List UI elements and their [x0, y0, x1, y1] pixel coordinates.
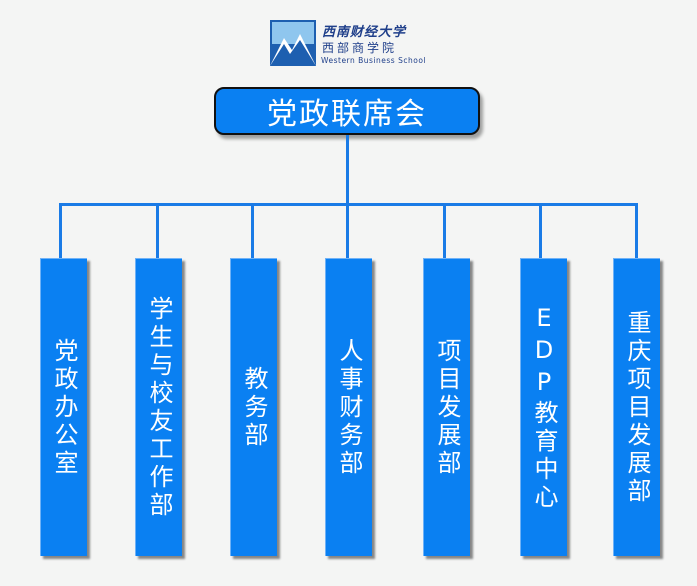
logo-school-english: Western Business School: [321, 56, 426, 65]
school-logo: 西南财经大学 西部商学院 Western Business School: [270, 20, 430, 68]
dept-label: EDP教育中心: [530, 303, 558, 512]
connector-drop: [346, 203, 349, 259]
top-node-box: 党政联席会: [214, 87, 480, 135]
top-node-label: 党政联席会: [267, 97, 427, 132]
dept-box-edp-center: EDP教育中心: [520, 258, 567, 556]
connector-drop: [156, 203, 159, 259]
connector-drop: [635, 203, 638, 259]
dept-label: 党政办公室: [50, 337, 78, 478]
dept-box-project-dev: 项目发展部: [423, 258, 470, 556]
dept-box-hr-finance: 人事财务部: [325, 258, 372, 556]
dept-box-chongqing-project: 重庆项目发展部: [613, 258, 660, 556]
logo-university-name: 西南财经大学: [322, 25, 407, 40]
logo-school-name: 西部商学院: [322, 41, 398, 55]
dept-box-party-office: 党政办公室: [40, 258, 87, 556]
dept-label: 项目发展部: [433, 337, 461, 478]
connector-drop: [539, 203, 542, 259]
dept-box-academic-affairs: 教务部: [230, 258, 277, 556]
connector-trunk: [346, 135, 349, 205]
dept-label: 学生与校友工作部: [145, 295, 173, 520]
connector-drop: [251, 203, 254, 259]
dept-box-student-alumni: 学生与校友工作部: [135, 258, 182, 556]
connector-drop: [59, 203, 62, 259]
dept-label: 教务部: [240, 365, 268, 450]
dept-label: 重庆项目发展部: [623, 309, 651, 506]
connector-drop: [443, 203, 446, 259]
mountain-logo-icon: [270, 20, 316, 66]
dept-label: 人事财务部: [335, 337, 363, 478]
